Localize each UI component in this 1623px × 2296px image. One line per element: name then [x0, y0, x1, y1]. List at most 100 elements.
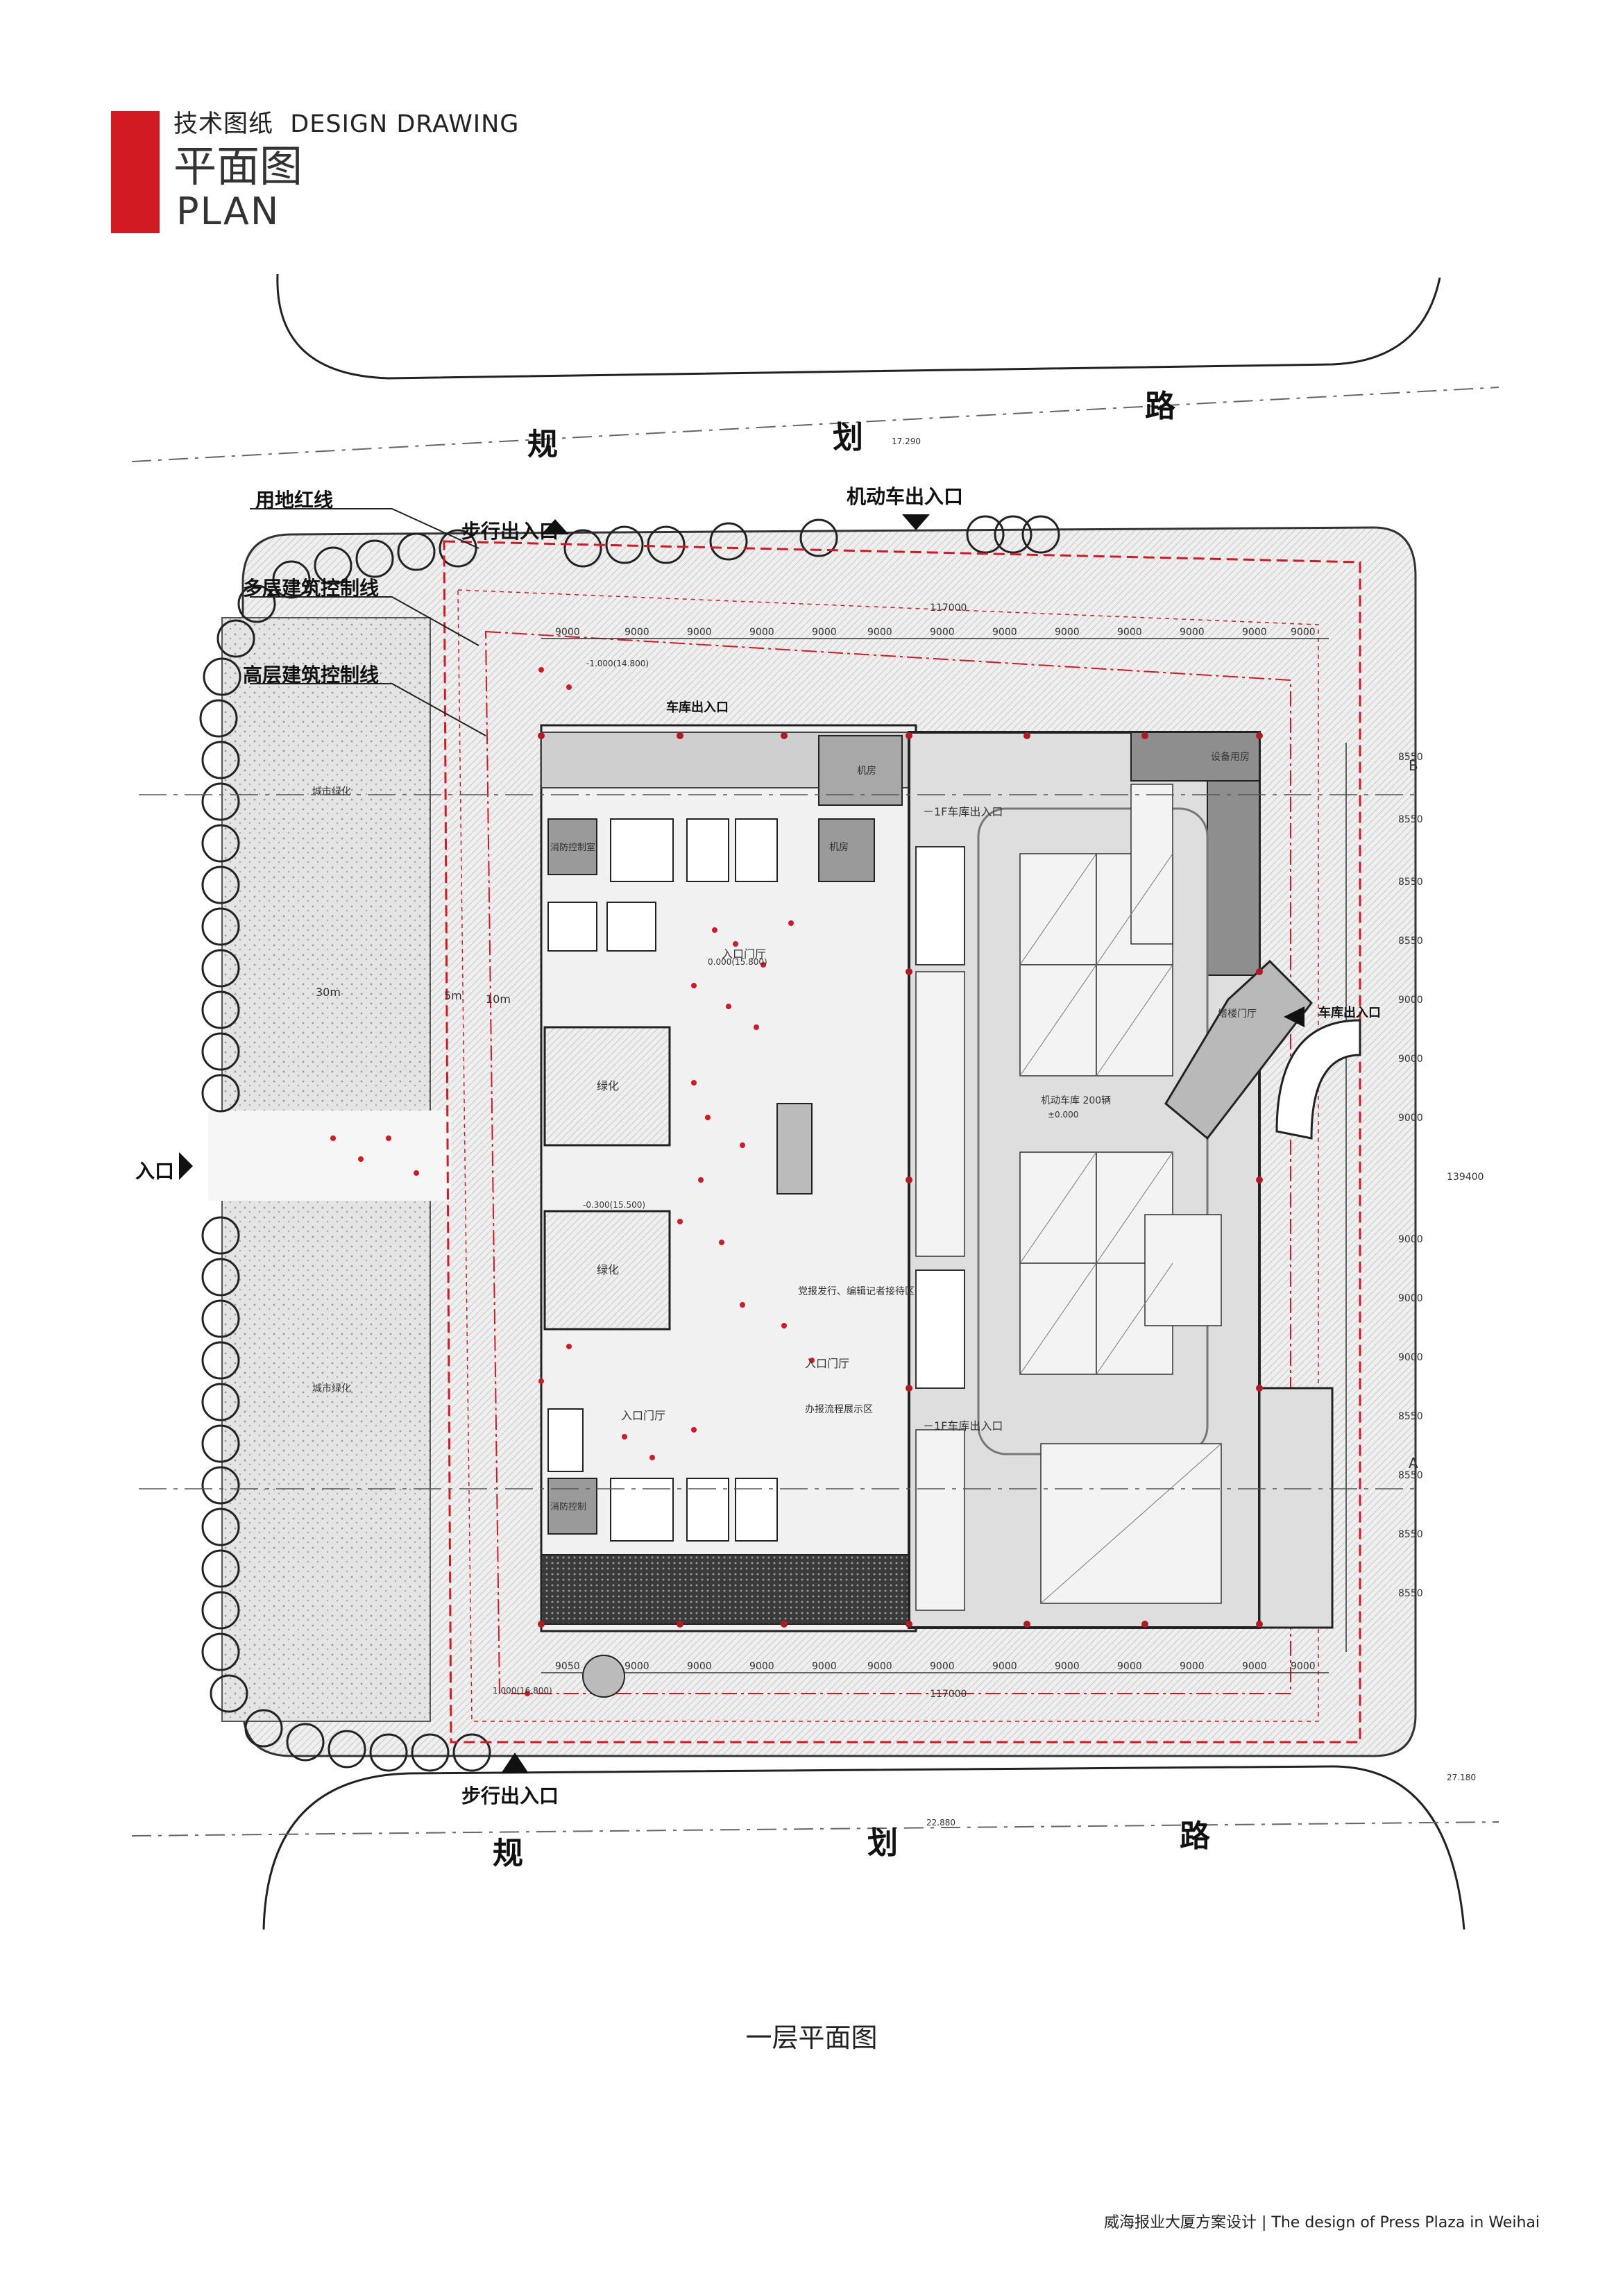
dim-top-4: 9000	[749, 627, 774, 638]
road-bottom-char-3: 路	[1180, 1818, 1211, 1854]
high-rise-control-line	[484, 630, 1291, 1694]
dim-right-14: 8550	[1398, 1588, 1423, 1599]
header-red-bar	[111, 111, 160, 233]
dim-top-1: 9000	[555, 627, 580, 638]
label-high-rise: 高层建筑控制线	[243, 664, 379, 686]
dim-right-9: 9000	[1398, 1293, 1423, 1304]
elevation-bottom: 1.000(16.800)	[493, 1686, 552, 1696]
entrance-vehicle-top: 机动车出入口	[847, 485, 963, 508]
vehicle-top-arrow	[902, 514, 930, 530]
dim-bot-2: 9000	[624, 1661, 649, 1672]
parking-east-annex	[1258, 1387, 1334, 1629]
road-centerline-south	[131, 1821, 1499, 1837]
elevation-zero: ±0.000	[1048, 1110, 1078, 1120]
entrance-pedestrian-top: 步行出入口	[461, 520, 559, 543]
dim-bot-10: 9000	[1117, 1661, 1142, 1672]
axis-mark-b: B	[1409, 757, 1418, 774]
dim-bot-6: 9000	[867, 1661, 892, 1672]
leader-multi-storey	[250, 596, 479, 646]
road-centerline-north	[131, 387, 1499, 462]
road-top-char-3: 路	[1145, 389, 1176, 424]
property-red-line	[443, 540, 1361, 1744]
machine-room-2	[818, 818, 875, 882]
header-subtitle-cn: 技术图纸	[173, 110, 274, 138]
room-machine-2: 机房	[829, 842, 849, 853]
header-title-en: PLAN	[176, 189, 280, 233]
dim-bot-11: 9000	[1180, 1661, 1205, 1672]
room-exhibition: 办报流程展示区	[805, 1404, 873, 1415]
setback-labels: 30m 5m 10m	[316, 986, 511, 1006]
dim-bot-9: 9000	[1055, 1661, 1080, 1672]
dim-right-3: 8550	[1398, 877, 1423, 888]
entrance-pedestrian-bottom: 步行出入口	[461, 1784, 559, 1807]
dim-bot-4: 9000	[749, 1661, 774, 1672]
dim-bot-total: 117000	[930, 1689, 967, 1700]
dim-right-1: 8550	[1398, 752, 1423, 763]
dim-top-11: 9000	[1180, 627, 1205, 638]
room-entrance-hall-2: 入口门厅	[805, 1357, 849, 1370]
dim-right-12: 8550	[1398, 1470, 1423, 1481]
equipment-room	[1130, 732, 1260, 782]
room-entrance-hall-3: 入口门厅	[621, 1409, 665, 1422]
room-ramp-1: －1F车库出入口	[923, 805, 1003, 818]
greenery-square-2	[543, 1210, 671, 1331]
fire-control-room-south	[547, 1478, 597, 1535]
dim-bot-5: 9000	[812, 1661, 837, 1672]
dim-top-13: 9000	[1291, 627, 1316, 638]
dim-right-7: 9000	[1398, 1113, 1423, 1124]
stall-diagonals	[1019, 853, 1222, 1604]
room-equipment: 设备用房	[1211, 751, 1250, 763]
garage-east-ramp	[1275, 1019, 1361, 1140]
room-greenery-2: 绿化	[597, 1263, 619, 1276]
dim-bot-1: 9050	[555, 1661, 580, 1672]
leader-red-line	[250, 508, 479, 549]
label-red-line: 用地红线	[255, 489, 333, 512]
ramp-2	[915, 1269, 965, 1389]
greenery-square-1	[543, 1026, 671, 1147]
dim-right-8: 9000	[1398, 1234, 1423, 1245]
drawing-caption: 一层平面图	[745, 2023, 878, 2053]
elevation-2: 22.880	[926, 1818, 955, 1827]
room-city-green-1: 城市绿化	[312, 786, 351, 797]
dim-bot-3: 9000	[687, 1661, 712, 1672]
dim-right-5: 9000	[1398, 995, 1423, 1006]
dim-top-3: 9000	[687, 627, 712, 638]
south-feature-band	[541, 1554, 917, 1625]
axis-mark-a: A	[1409, 1455, 1418, 1471]
garage-east-arrow	[1284, 1006, 1305, 1027]
header-subtitle-en: DESIGN DRAWING	[290, 110, 520, 138]
room-control-1: 消防控制室	[550, 842, 595, 853]
room-reception: 党报发行、编辑记者接待区	[798, 1285, 915, 1297]
entrance-west: 入口	[135, 1160, 174, 1183]
ramp-1	[915, 846, 965, 965]
dim-right-2: 8550	[1398, 814, 1423, 825]
dim-top-7: 9000	[930, 627, 955, 638]
dimension-labels-bottom: 9050 9000 9000 9000 9000 9000 9000 9000 …	[555, 1661, 1316, 1700]
dim-top-9: 9000	[1055, 627, 1080, 638]
room-ramp-2: －1F车库出入口	[923, 1419, 1003, 1433]
dim-right-4: 8550	[1398, 936, 1423, 947]
road-edge-north	[276, 273, 1441, 380]
elevation-3: 27.180	[1447, 1773, 1476, 1782]
dim-top-6: 9000	[867, 627, 892, 638]
elevation-1: 17.290	[892, 437, 921, 446]
dim-bot-13: 9000	[1291, 1661, 1316, 1672]
people-markers	[330, 667, 815, 1696]
road-bottom-char-2: 划	[867, 1825, 898, 1861]
dim-bot-8: 9000	[992, 1661, 1017, 1672]
road-top-char-1: 规	[527, 427, 558, 462]
dim-right-6: 9000	[1398, 1054, 1423, 1065]
west-entry-path	[208, 1111, 451, 1201]
dim-bot-7: 9000	[930, 1661, 955, 1672]
dim-top-12: 9000	[1242, 627, 1267, 638]
east-service-strip	[1207, 780, 1260, 976]
road-edge-south	[262, 1765, 1465, 1930]
west-entrance-arrow	[179, 1152, 193, 1180]
south-feature-circle	[582, 1655, 625, 1698]
elevation-top: -1.000(14.800)	[586, 659, 649, 668]
elevation-mid: -0.300(15.500)	[583, 1200, 645, 1210]
dimension-labels-top: 9000 9000 9000 9000 9000 9000 9000 9000 …	[555, 602, 1316, 638]
dim-setback-30: 30m	[316, 986, 341, 999]
dim-right-11: 8550	[1398, 1411, 1423, 1422]
dim-setback-5: 5m	[444, 989, 462, 1002]
